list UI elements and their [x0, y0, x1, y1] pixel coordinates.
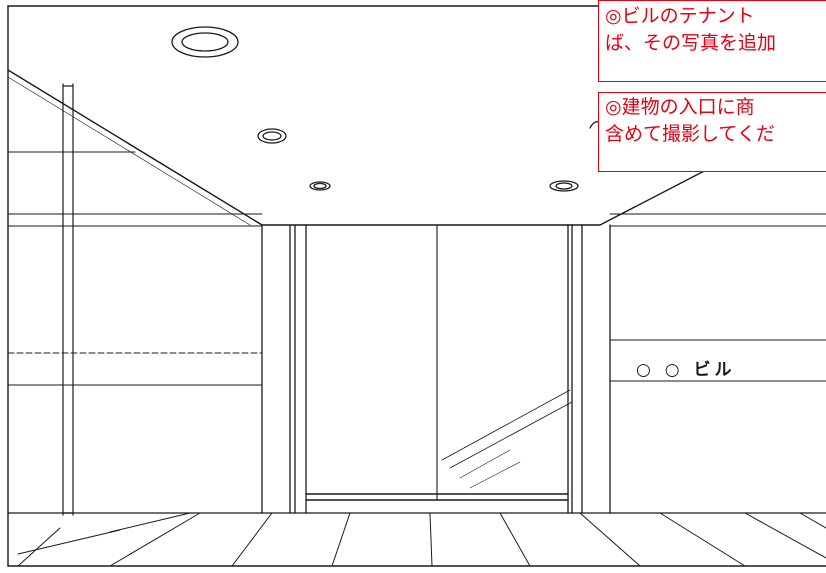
annotation-note-1: ◎ビルのテナント ば、その写真を追加 [598, 0, 826, 82]
building-name-sign: ○ ○ ビル [636, 360, 736, 380]
annotation-note-1-line-2: ば、その写真を追加 [605, 32, 777, 54]
frame [7, 5, 826, 567]
annotation-note-2-line-2: 含めて撮影してくだ [605, 123, 775, 145]
ceiling-lights [171, 26, 601, 192]
floor-tiles [17, 512, 826, 567]
annotation-note-2: ◎建物の入口に商 含めて撮影してくだ [598, 92, 826, 172]
pillars [261, 224, 611, 514]
doors [305, 224, 573, 501]
annotation-note-2-line-1: ◎建物の入口に商 [605, 96, 755, 118]
ceiling-lines [7, 69, 711, 226]
annotation-note-1-line-1: ◎ビルのテナント [605, 5, 755, 27]
left-pole [62, 83, 74, 516]
wall-bands [7, 151, 826, 514]
